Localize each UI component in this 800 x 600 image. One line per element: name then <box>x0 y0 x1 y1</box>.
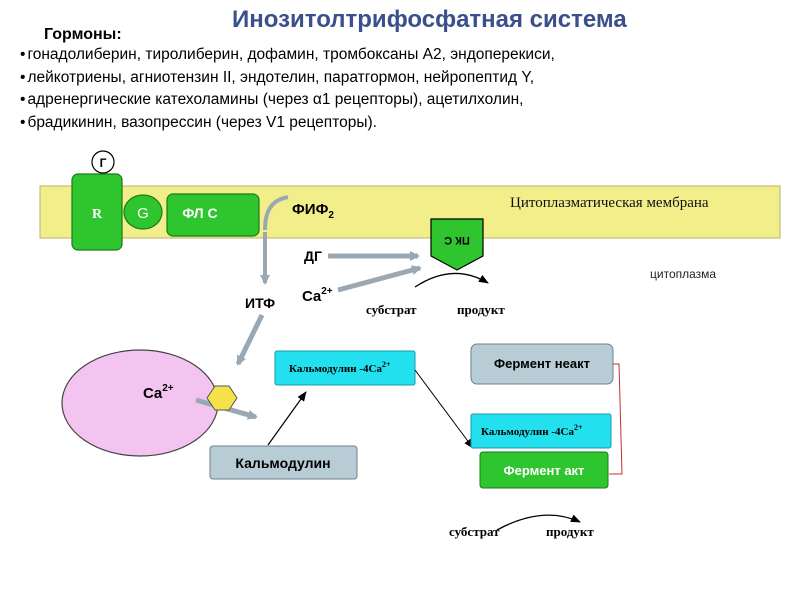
calmodulin-4ca-text: Кальмодулин -4Ca <box>289 363 382 375</box>
calmodulin-box <box>209 445 358 480</box>
calmodulin-4ca-label-2: Кальмодулин -4Ca2+ <box>481 423 583 438</box>
hormones-heading: Гормоны: <box>44 26 122 43</box>
pip2-text: ФИФ <box>292 201 329 218</box>
enzyme-active-label: Фермент акт <box>504 463 585 478</box>
phospholipase-c <box>166 193 260 237</box>
ca-superscript: 2+ <box>321 286 333 297</box>
calmodulin-to-complex-arrow <box>267 391 307 446</box>
page-title: Инозитолтрифосфатная система <box>232 6 627 33</box>
er-ca-superscript: 2+ <box>162 383 174 394</box>
calmodulin-4ca-superscript: 2+ <box>382 360 391 369</box>
g-protein <box>123 194 163 230</box>
complex-to-enzyme-arrow <box>414 369 474 449</box>
cytoplasm-label: цитоплазма <box>650 267 716 281</box>
product-label-2: продукт <box>546 524 594 539</box>
calmodulin-4ca-label: Кальмодулин -4Ca2+ <box>289 360 391 375</box>
hormones-list: гонадолиберин, тиролиберин, дофамин, тро… <box>20 44 555 135</box>
substrate-label-2: субстрат <box>449 524 500 539</box>
dg-label: ДГ <box>304 248 322 264</box>
er-ca-label: Ca2+ <box>143 383 174 402</box>
cytoplasmic-membrane <box>39 185 781 239</box>
product-label: продукт <box>457 302 505 317</box>
ca-text: Ca <box>302 288 322 305</box>
receptor-label: R <box>92 207 103 222</box>
calmodulin-label: Кальмодулин <box>235 455 330 471</box>
calmodulin-4ca-box-2 <box>470 413 612 449</box>
hormones-list-item: брадикинин, вазопрессин (через V1 рецепт… <box>20 112 555 135</box>
itf-to-er-arrow <box>235 313 265 366</box>
calmodulin-4ca-box <box>274 350 416 386</box>
substrate-label: субстрат <box>366 302 417 317</box>
hormones-list-item: лейкотриены, агниотензин II, эндотелин, … <box>20 67 555 90</box>
enzyme-inactive-label: Фермент неакт <box>494 356 590 371</box>
hormones-list-item: гонадолиберин, тиролиберин, дофамин, тро… <box>20 44 554 67</box>
ca-channel <box>206 385 238 411</box>
hormone-circle <box>91 150 115 174</box>
g-protein-label: G <box>137 205 149 222</box>
hormone-label: Г <box>100 156 107 170</box>
enzyme-reaction-arrow <box>496 514 581 531</box>
ca-to-pkc-arrow <box>337 265 422 293</box>
pip2-label: ФИФ2 <box>292 201 334 221</box>
calmodulin-4ca-superscript-2: 2+ <box>574 423 583 432</box>
receptor <box>71 173 123 251</box>
pip2-subscript: 2 <box>328 210 334 221</box>
pkc-label: ПК С <box>444 234 470 246</box>
endoplasmic-reticulum <box>61 349 219 457</box>
enzyme-active-box <box>479 451 609 489</box>
er-ca-text: Ca <box>143 385 163 402</box>
phospholipase-c-label: ФЛ С <box>182 205 217 221</box>
pip2-hook <box>263 195 289 231</box>
activation-bracket <box>609 363 623 475</box>
itf-label: ИТФ <box>245 295 275 311</box>
protein-kinase-c <box>430 218 484 271</box>
pkc-reaction-arrow <box>414 272 489 288</box>
membrane-label: Цитоплазматическая мембрана <box>510 195 709 211</box>
hormones-list-item: адренергические катехоламины (через α1 р… <box>20 89 555 112</box>
ca-label: Ca2+ <box>302 286 333 305</box>
calmodulin-4ca-text-2: Кальмодулин -4Ca <box>481 426 574 438</box>
